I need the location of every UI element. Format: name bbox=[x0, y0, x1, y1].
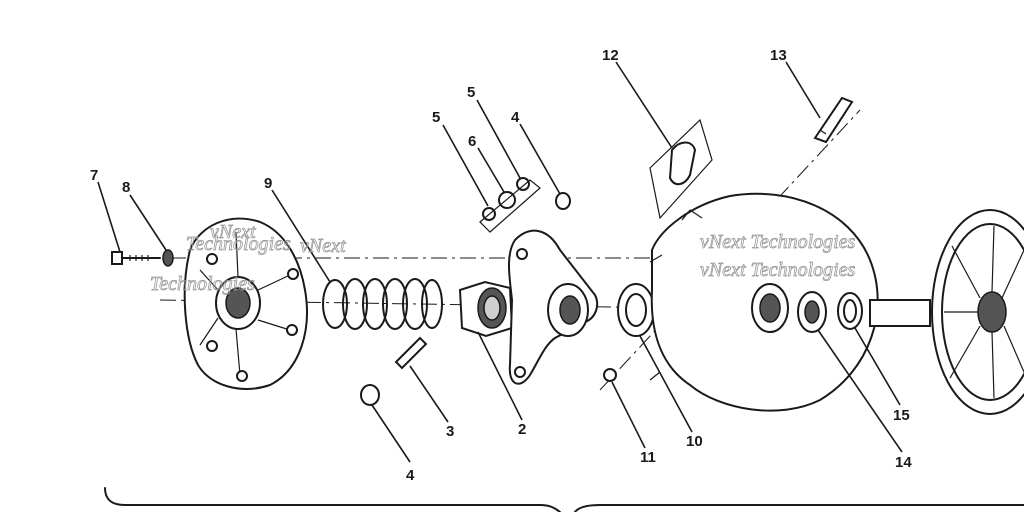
cover-plate-part-9 bbox=[183, 217, 308, 390]
leader-4-upper bbox=[519, 123, 561, 195]
watermark-2a: vNext bbox=[300, 235, 346, 257]
leader-14 bbox=[817, 329, 903, 453]
callout-5-left: 5 bbox=[432, 109, 440, 126]
spider-assembly bbox=[508, 229, 599, 385]
leader-5-right bbox=[476, 99, 521, 179]
watermark-4: vNext Technologies bbox=[700, 259, 856, 281]
callout-4-upper: 4 bbox=[511, 109, 520, 126]
callout-3: 3 bbox=[446, 423, 454, 440]
bolt-part-13 bbox=[813, 96, 854, 144]
callout-11: 11 bbox=[640, 449, 656, 466]
callout-6: 6 bbox=[468, 133, 476, 150]
callout-2: 2 bbox=[518, 421, 526, 438]
leader-5-left bbox=[442, 124, 489, 207]
leader-8 bbox=[129, 194, 167, 251]
leader-4-lower bbox=[371, 404, 411, 463]
assembly-bracket bbox=[104, 487, 561, 512]
leader-3 bbox=[409, 365, 449, 423]
roller-part-4-lower bbox=[360, 384, 380, 406]
moveable-sheave bbox=[649, 192, 879, 412]
ring-part-10 bbox=[617, 283, 655, 337]
callout-14: 14 bbox=[895, 454, 912, 471]
cam-weight-part-12 bbox=[649, 118, 713, 220]
washer-part-15 bbox=[837, 292, 863, 330]
callout-13: 13 bbox=[770, 47, 787, 64]
leader-13 bbox=[785, 61, 821, 119]
assembly-bracket-right bbox=[574, 504, 1024, 512]
bolt-part-7 bbox=[111, 251, 161, 265]
callout-15: 15 bbox=[893, 407, 910, 424]
roller-part-4-upper bbox=[555, 192, 571, 210]
pin-part-3 bbox=[394, 336, 428, 370]
callout-9: 9 bbox=[264, 175, 272, 192]
watermark-3: vNext Technologies bbox=[700, 231, 856, 253]
leader-11 bbox=[611, 381, 646, 449]
callout-4-lower: 4 bbox=[406, 467, 415, 484]
hub-part-2 bbox=[458, 280, 514, 338]
washer-part-5-right bbox=[516, 177, 530, 191]
callout-7: 7 bbox=[90, 167, 98, 184]
watermark-2b: Technologies bbox=[150, 273, 255, 295]
leader-9 bbox=[271, 189, 331, 283]
callout-12: 12 bbox=[602, 47, 619, 64]
washer-part-8 bbox=[162, 249, 174, 267]
roller-group-outline bbox=[479, 179, 541, 233]
watermark-1b: Technologies bbox=[186, 233, 291, 255]
leader-10 bbox=[639, 335, 693, 433]
fixed-sheave bbox=[869, 209, 1024, 415]
nut-part-11 bbox=[603, 368, 617, 382]
callout-5-right: 5 bbox=[467, 84, 475, 101]
spring bbox=[322, 278, 443, 330]
bushing-part-14 bbox=[797, 291, 827, 333]
leader-15 bbox=[854, 327, 901, 406]
callout-8: 8 bbox=[122, 179, 130, 196]
leader-6 bbox=[477, 147, 505, 193]
leader-12 bbox=[615, 61, 673, 149]
callout-10: 10 bbox=[686, 433, 703, 450]
leader-7 bbox=[97, 181, 121, 253]
watermark-1a: vNext bbox=[210, 221, 256, 243]
leader-2 bbox=[477, 331, 523, 421]
